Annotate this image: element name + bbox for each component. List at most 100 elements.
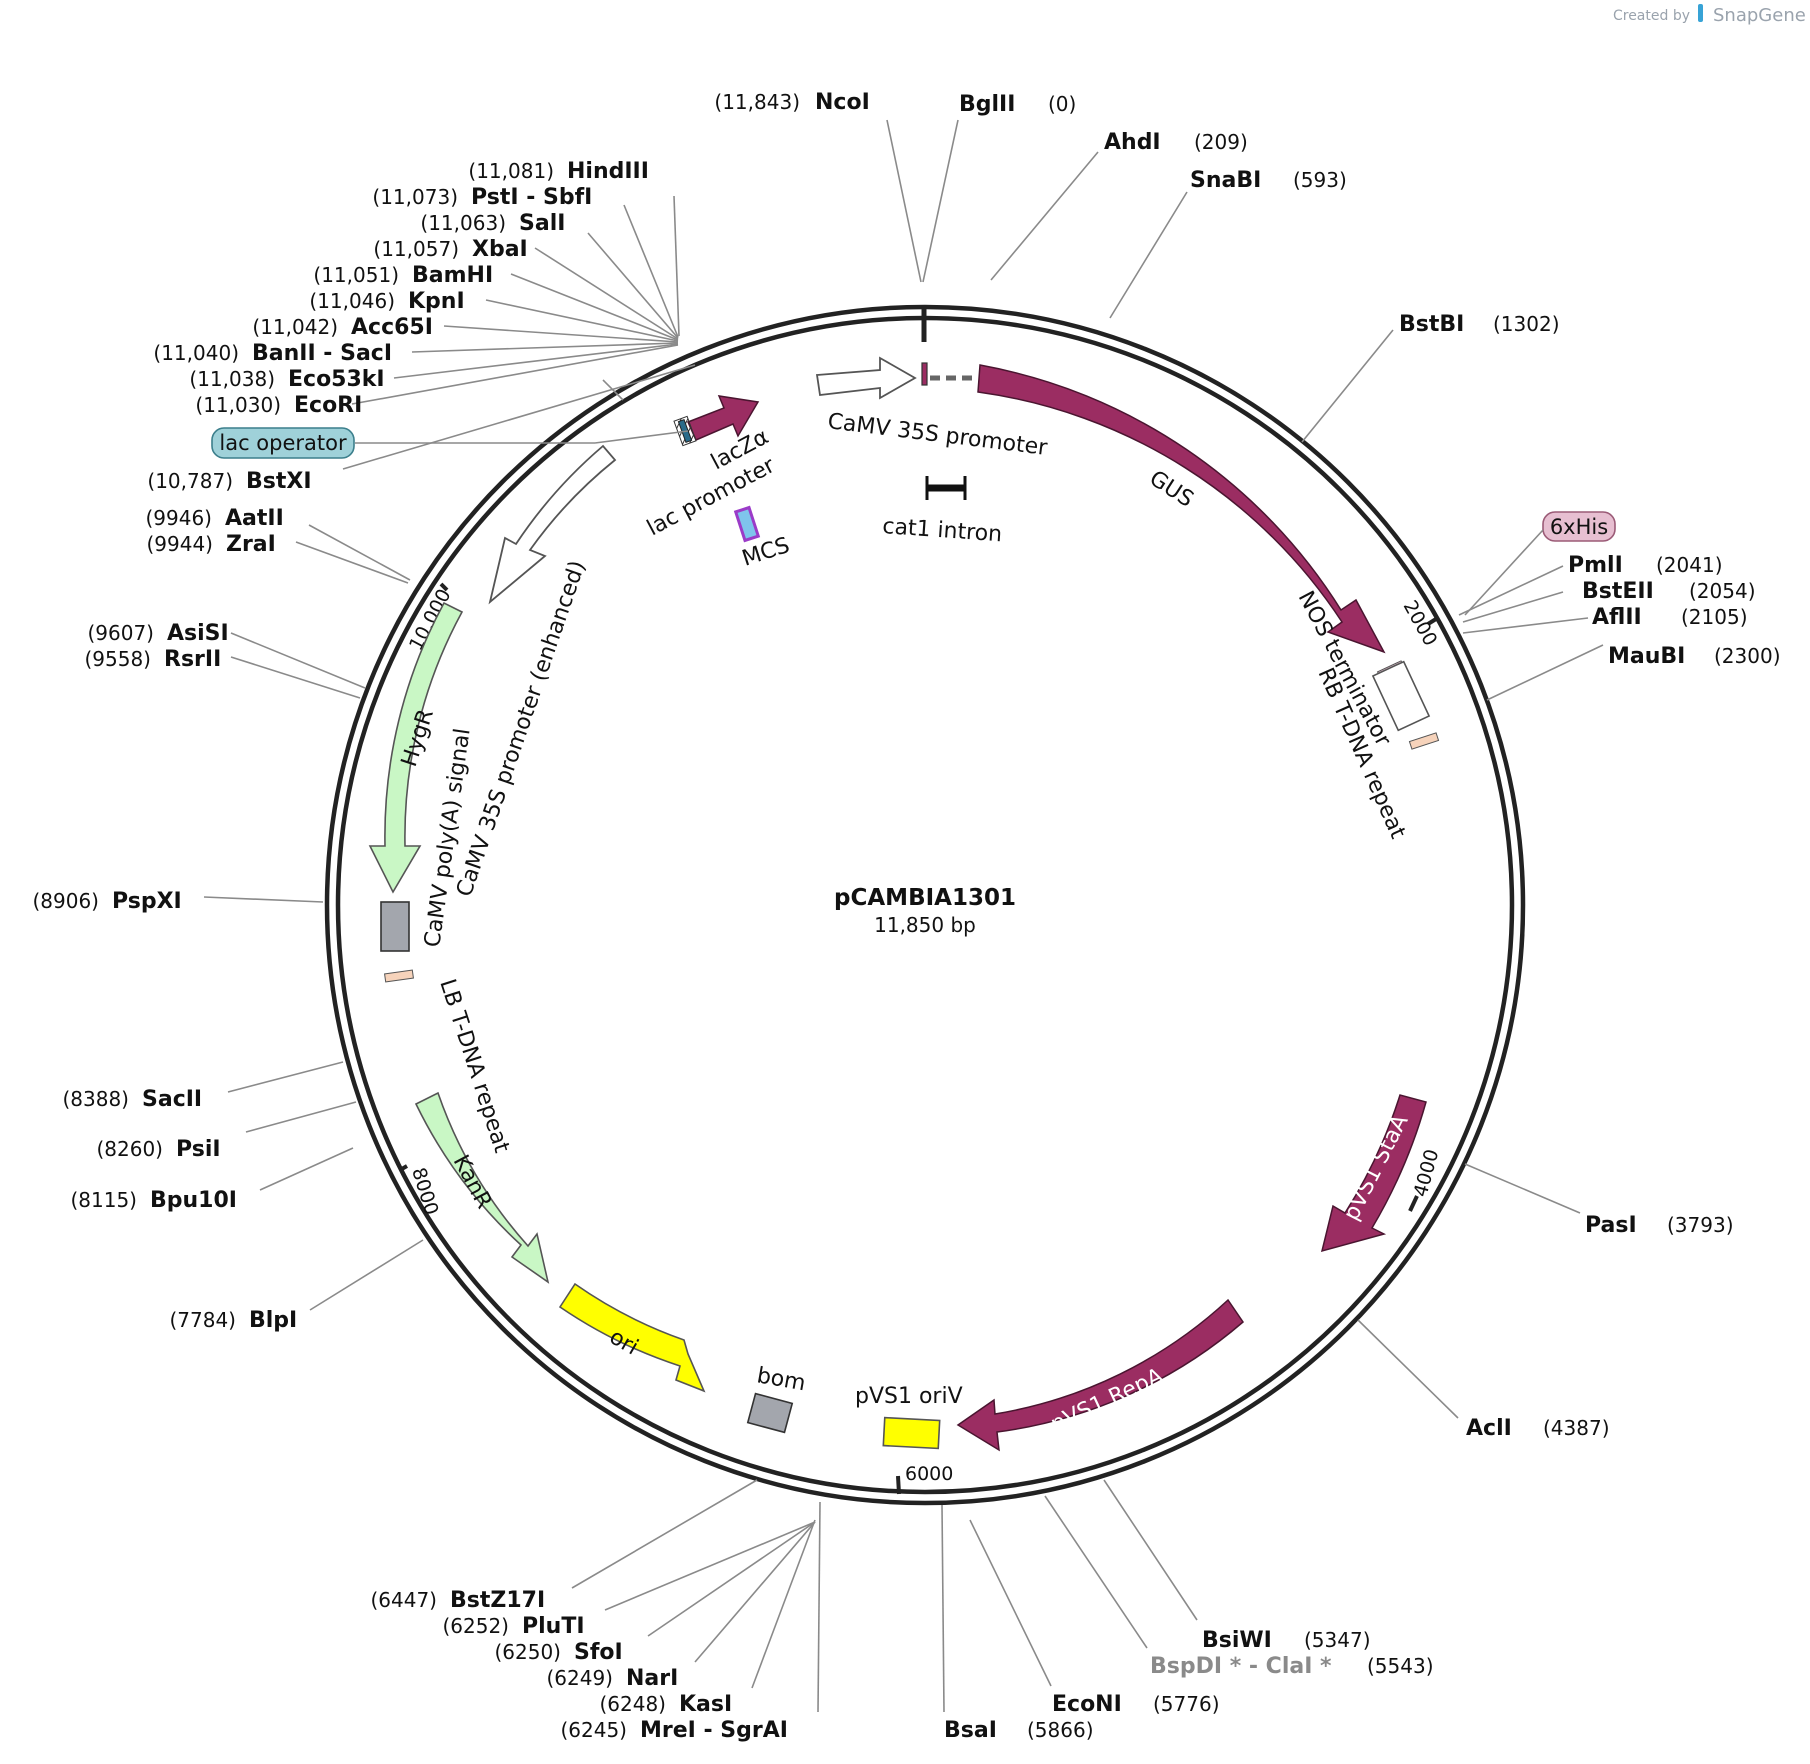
leader-snabi	[1109, 191, 1188, 319]
site-name-bsai[interactable]: BsaI	[944, 1718, 997, 1743]
site-name-pluti[interactable]: PluTI	[522, 1614, 585, 1639]
site-pos-kasi: (6248)	[599, 1692, 666, 1716]
site-name-psii[interactable]: PsiI	[176, 1137, 221, 1162]
site-name-zrai[interactable]: ZraI	[226, 532, 276, 557]
site-name-econi[interactable]: EcoNI	[1052, 1692, 1122, 1717]
kanr-cds-arrow[interactable]	[414, 1091, 550, 1284]
leader-sacii	[227, 1061, 344, 1093]
leader-saci	[411, 342, 679, 353]
site-name-banii-saci[interactable]: BanII - SacI	[252, 341, 392, 366]
pvs1-staa-arrow[interactable]	[1320, 1094, 1427, 1253]
site-pos-bsteii: (2054)	[1689, 579, 1756, 603]
leader-sbfi	[623, 204, 679, 338]
site-pos-nari: (6249)	[546, 1666, 613, 1690]
site-name-ncoi[interactable]: NcoI	[815, 90, 870, 115]
camv-polya-label: CaMV poly(A) signal	[420, 727, 475, 949]
rb-tdna-repeat-box[interactable]	[1408, 732, 1440, 750]
site-name-eco53ki[interactable]: Eco53kI	[288, 367, 385, 392]
site-name-bstbi[interactable]: BstBI	[1399, 312, 1464, 337]
lacz-alpha-arrow[interactable]	[686, 395, 760, 441]
site-name-ahdi[interactable]: AhdI	[1104, 130, 1161, 155]
leader-aatii	[308, 524, 411, 581]
site-name-bpu10i[interactable]: Bpu10I	[150, 1188, 237, 1213]
leader-hindiii	[673, 195, 680, 337]
leader-econi	[969, 1519, 1052, 1687]
site-name-hindiii[interactable]: HindIII	[567, 159, 649, 184]
site-pos-rsrii: (9558)	[84, 647, 151, 671]
site-name-aflii[interactable]: AflII	[1592, 605, 1642, 630]
site-name-bstz17i[interactable]: BstZ17I	[450, 1588, 545, 1613]
site-name-kpni[interactable]: KpnI	[408, 289, 465, 314]
mcs-box[interactable]	[733, 505, 761, 543]
site-name-asisi[interactable]: AsiSI	[167, 621, 229, 646]
lb-tdna-repeat-box[interactable]	[384, 969, 414, 983]
leader-bpu10i	[259, 1147, 354, 1191]
leader-blpi	[309, 1239, 424, 1311]
site-name-bglii[interactable]: BglII	[959, 92, 1015, 117]
gus-cds-arrow[interactable]	[977, 364, 1386, 654]
site-name-aatii[interactable]: AatII	[225, 506, 284, 531]
site-pos-pmli: (2041)	[1656, 553, 1723, 577]
pvs1-oriv-label: pVS1 oriV	[855, 1384, 963, 1409]
camv-35s-enhanced-promoter-arrow[interactable]	[488, 444, 617, 605]
site-pos-bstz17i: (6447)	[370, 1588, 437, 1612]
lac-operator-tag-box	[211, 427, 355, 459]
site-pos-xbai: (11,057)	[373, 237, 459, 261]
site-name-maubi[interactable]: MauBI	[1608, 644, 1685, 669]
site-name-sacii[interactable]: SacII	[142, 1087, 202, 1112]
site-name-rsrii[interactable]: RsrII	[164, 647, 221, 672]
pvs1-oriv-box[interactable]	[882, 1416, 941, 1450]
snapgene-logo-icon	[1698, 4, 1703, 22]
leader-aflii	[1462, 617, 1589, 634]
leader-bglii	[922, 119, 959, 283]
ori-arrow[interactable]	[558, 1282, 706, 1393]
tick-10000	[439, 582, 449, 592]
site-name-sfoi[interactable]: SfoI	[574, 1640, 623, 1665]
site-name-sali[interactable]: SalI	[519, 211, 565, 236]
site-name-bsiwi[interactable]: BsiWI	[1202, 1628, 1272, 1653]
tick-label-2000: 2000	[1399, 597, 1442, 650]
site-pos-bpu10i: (8115)	[70, 1188, 137, 1212]
lac-operator-tag[interactable]: lac operator	[211, 427, 355, 459]
site-name-bstxi[interactable]: BstXI	[246, 469, 312, 494]
site-name-bspdi-clai[interactable]: BspDI * - ClaI *	[1150, 1654, 1332, 1679]
site-name-pspxi[interactable]: PspXI	[112, 889, 182, 914]
site-name-pmli[interactable]: PmlI	[1568, 553, 1623, 578]
site-name-nari[interactable]: NarI	[626, 1666, 678, 1691]
site-name-psti-sbfi[interactable]: PstI - SbfI	[471, 185, 592, 210]
his-tag[interactable]: 6xHis	[1542, 511, 1616, 542]
site-pos-bsiwi: (5347)	[1304, 1628, 1371, 1652]
site-name-kasi[interactable]: KasI	[679, 1692, 732, 1717]
site-name-bamhi[interactable]: BamHI	[412, 263, 493, 288]
leader-clai	[1044, 1495, 1148, 1649]
tick-8000	[399, 1164, 408, 1172]
nos-terminator-region[interactable]	[1371, 660, 1431, 732]
site-name-xbai[interactable]: XbaI	[472, 237, 528, 262]
site-name-blpi[interactable]: BlpI	[249, 1308, 297, 1333]
leader-eco53ki	[393, 343, 679, 379]
leader-bstxi	[342, 364, 696, 470]
backbone-outer-strand	[324, 304, 1526, 1506]
hygr-cds-arrow[interactable]	[368, 601, 464, 894]
cat1-intron[interactable]	[925, 476, 967, 500]
site-pos-ecori: (11,030)	[195, 393, 281, 417]
site-name-acli[interactable]: AclI	[1466, 1416, 1512, 1441]
site-pos-hindiii: (11,081)	[468, 159, 554, 183]
site-name-pasi[interactable]: PasI	[1585, 1213, 1637, 1238]
camv-polya-box[interactable]	[380, 901, 410, 952]
leader-kpni	[485, 299, 679, 342]
pvs1-repa-arrow[interactable]	[956, 1298, 1244, 1452]
site-name-ecori[interactable]: EcoRI	[294, 393, 362, 418]
bom-box[interactable]	[746, 1392, 794, 1434]
site-name-mrei-sgrai[interactable]: MreI - SgrAI	[640, 1718, 788, 1743]
site-pos-snabi: (593)	[1293, 168, 1347, 192]
tick-2000	[1426, 617, 1438, 626]
site-name-acc65i[interactable]: Acc65I	[351, 315, 433, 340]
leader-xbai	[534, 247, 679, 340]
site-pos-bamhi: (11,051)	[313, 263, 399, 287]
leader-bamhi	[510, 273, 679, 341]
site-name-bsteii[interactable]: BstEII	[1582, 579, 1654, 604]
camv-35s-promoter-arrow[interactable]	[815, 356, 917, 400]
site-name-snabi[interactable]: SnaBI	[1190, 168, 1261, 193]
leader-ahdi	[990, 151, 1099, 281]
